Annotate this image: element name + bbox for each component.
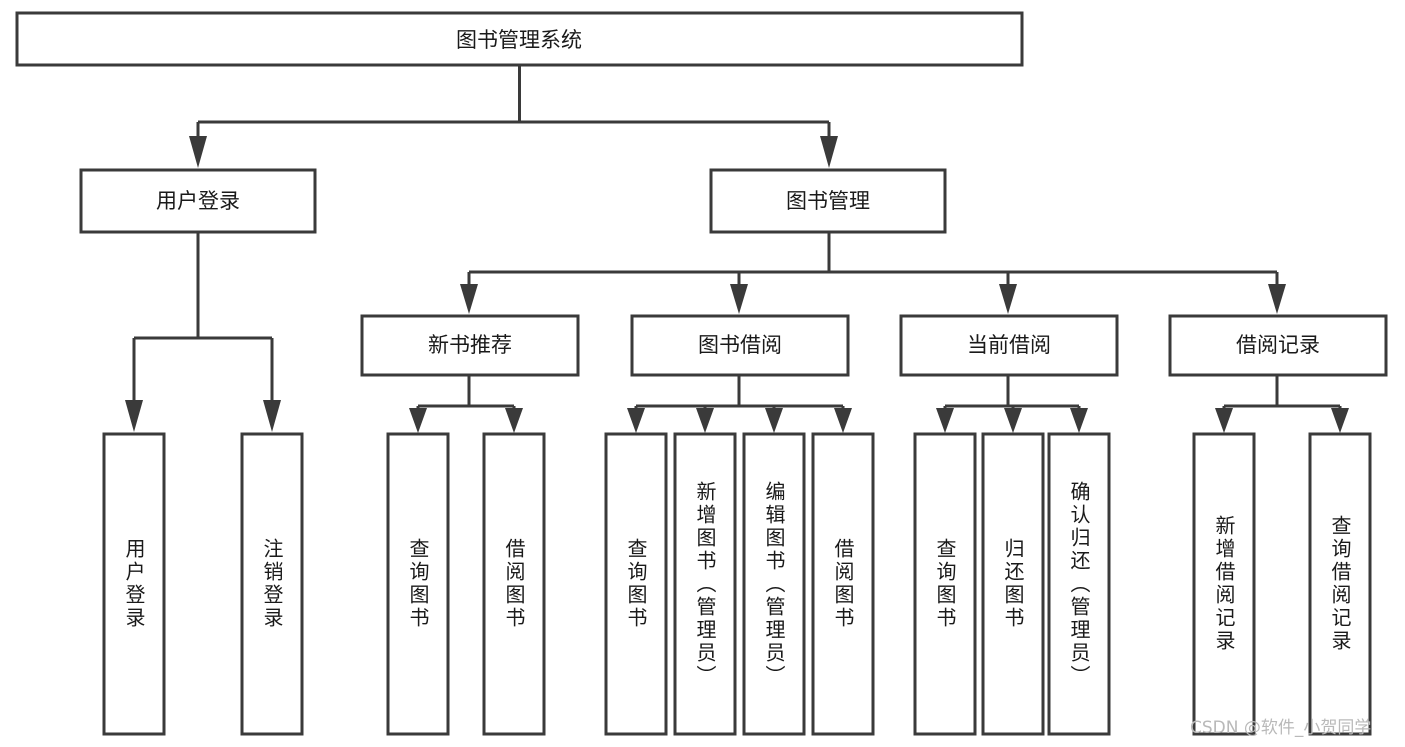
- arrow-to-leaf-query-record: [1331, 408, 1349, 433]
- node-current-borrow-label: 当前借阅: [967, 333, 1051, 357]
- arrow-to-book-borrow: [730, 284, 748, 314]
- arrow-to-leaf-user-login: [125, 400, 143, 432]
- arrow-to-book-management: [820, 136, 838, 168]
- node-book-borrow[interactable]: 图书借阅: [630, 314, 850, 377]
- node-user-login-box[interactable]: [79, 168, 317, 234]
- node-borrow-record-label: 借阅记录: [1236, 333, 1320, 357]
- node-book-borrow-label: 图书借阅: [698, 333, 782, 357]
- node-current-borrow-box[interactable]: [899, 314, 1119, 377]
- arrow-to-leaf-return-book: [1004, 408, 1022, 433]
- node-book-management-label: 图书管理: [786, 189, 870, 213]
- leaf-user-login-box[interactable]: [102, 432, 166, 736]
- node-book-management[interactable]: 图书管理: [709, 168, 947, 234]
- leaf-add-book-box[interactable]: [673, 432, 737, 736]
- leaf-add-record-box[interactable]: [1192, 432, 1256, 736]
- leaf-boxes-group: [102, 432, 1372, 736]
- node-book-borrow-box[interactable]: [630, 314, 850, 377]
- connector-group-new-book-recommend: [409, 375, 523, 433]
- arrow-to-leaf-borrow-book-2: [834, 408, 852, 433]
- arrow-to-leaf-add-book: [696, 408, 714, 433]
- node-root-label: 图书管理系统: [456, 28, 582, 52]
- arrow-to-new-book-recommend: [460, 284, 478, 314]
- node-user-login[interactable]: 用户登录: [79, 168, 317, 234]
- arrow-to-leaf-query-book-1: [409, 408, 427, 433]
- node-root-box[interactable]: [15, 11, 1024, 67]
- leaf-edit-book-box[interactable]: [742, 432, 806, 736]
- arrow-to-leaf-query-book-3: [936, 408, 954, 433]
- arrow-to-leaf-logout-login: [263, 400, 281, 432]
- connector-group-user-login: [125, 232, 281, 432]
- node-borrow-record-box[interactable]: [1168, 314, 1388, 377]
- leaf-query-book-1-box[interactable]: [386, 432, 450, 736]
- leaf-return-book-box[interactable]: [981, 432, 1045, 736]
- connector-group-book-borrow: [627, 375, 852, 433]
- connector-group-book-management: [460, 232, 1286, 314]
- csdn-watermark: CSDN @软件_小贺同学: [1190, 718, 1372, 738]
- arrow-to-user-login: [189, 136, 207, 168]
- arrow-to-leaf-edit-book: [765, 408, 783, 433]
- leaf-query-book-3-box[interactable]: [913, 432, 977, 736]
- connector-group-borrow-record: [1215, 375, 1349, 433]
- arrow-to-leaf-query-book-2: [627, 408, 645, 433]
- leaf-query-record-box[interactable]: [1308, 432, 1372, 736]
- arrow-to-leaf-add-record: [1215, 408, 1233, 433]
- node-new-book-recommend[interactable]: 新书推荐: [360, 314, 580, 377]
- node-root[interactable]: 图书管理系统: [15, 11, 1024, 67]
- node-current-borrow[interactable]: 当前借阅: [899, 314, 1119, 377]
- leaf-confirm-return-box[interactable]: [1047, 432, 1111, 736]
- node-book-management-box[interactable]: [709, 168, 947, 234]
- leaf-borrow-book-2-box[interactable]: [811, 432, 875, 736]
- leaf-logout-login-box[interactable]: [240, 432, 304, 736]
- arrow-to-leaf-borrow-book-1: [505, 408, 523, 433]
- arrow-to-leaf-confirm-return: [1070, 408, 1088, 433]
- node-user-login-label: 用户登录: [156, 189, 240, 213]
- arrow-to-borrow-record: [1268, 284, 1286, 314]
- arrow-to-current-borrow: [999, 284, 1017, 314]
- node-new-book-recommend-box[interactable]: [360, 314, 580, 377]
- leaf-query-book-2-box[interactable]: [604, 432, 668, 736]
- leaf-borrow-book-1-box[interactable]: [482, 432, 546, 736]
- node-new-book-recommend-label: 新书推荐: [428, 333, 512, 357]
- connector-group-root: [189, 65, 838, 168]
- node-borrow-record[interactable]: 借阅记录: [1168, 314, 1388, 377]
- connector-group-current-borrow: [936, 375, 1088, 433]
